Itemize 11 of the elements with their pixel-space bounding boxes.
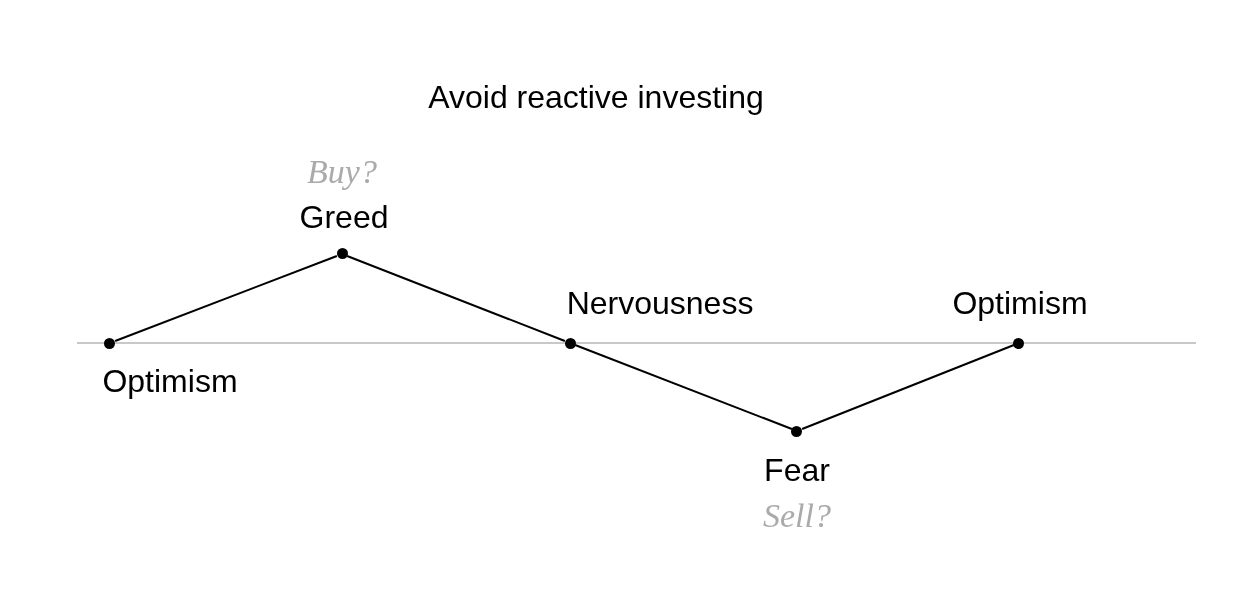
point-label: Optimism xyxy=(952,286,1088,322)
title: Avoid reactive investing xyxy=(428,78,764,116)
point-label: Nervousness xyxy=(566,286,754,322)
connector-line xyxy=(346,255,566,342)
point-label: Greed xyxy=(299,200,389,236)
action-question: Buy? xyxy=(307,153,377,191)
connector-line xyxy=(574,344,793,430)
connector-line xyxy=(114,254,338,343)
point-label: Fear xyxy=(764,453,830,489)
action-question: Sell? xyxy=(763,497,831,535)
point-label: Optimism xyxy=(102,364,238,400)
